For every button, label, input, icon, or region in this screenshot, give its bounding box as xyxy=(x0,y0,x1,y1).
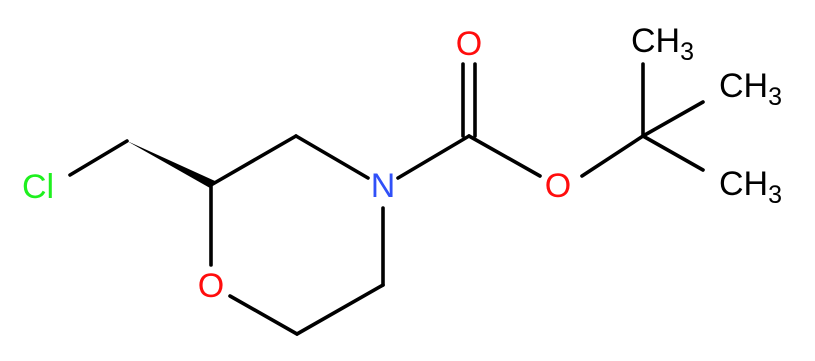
atom-oxygen-carbonyl: O xyxy=(456,25,482,63)
bond-c3-n xyxy=(294,134,370,180)
methyl-right: CH3 xyxy=(719,67,782,111)
methyl-top: CH3 xyxy=(631,22,694,66)
bond-oester-cq xyxy=(580,134,645,178)
methyl-bottom-subscript: 3 xyxy=(768,181,782,209)
methyl-bottom-ch: CH xyxy=(719,165,768,203)
bonds xyxy=(68,62,705,336)
bond-cl-ch2 xyxy=(68,139,129,177)
bond-ccarbonyl-oester xyxy=(467,134,542,178)
bond-cq-ch3-right xyxy=(641,100,705,138)
methyl-right-subscript: 3 xyxy=(768,83,782,111)
bond-c6-o1 xyxy=(228,294,299,336)
atom-nitrogen: N xyxy=(371,167,396,205)
bond-n-ccarbonyl xyxy=(396,134,471,180)
atom-oxygen-ring: O xyxy=(198,267,224,305)
wedge-bond-ch2-c2 xyxy=(127,141,215,188)
methyl-right-ch: CH xyxy=(719,67,768,105)
atom-chlorine: Cl xyxy=(22,168,54,206)
atom-oxygen-ester: O xyxy=(545,167,571,205)
methyl-top-subscript: 3 xyxy=(680,38,694,66)
bond-c5-c6 xyxy=(295,283,385,336)
bond-cq-ch3-bottom xyxy=(641,134,705,172)
methyl-bottom: CH3 xyxy=(719,165,782,209)
methyl-top-ch: CH xyxy=(631,22,680,60)
bond-c2-c3 xyxy=(209,134,298,187)
atom-labels: Cl O N O O CH3 CH3 CH3 xyxy=(22,22,782,305)
